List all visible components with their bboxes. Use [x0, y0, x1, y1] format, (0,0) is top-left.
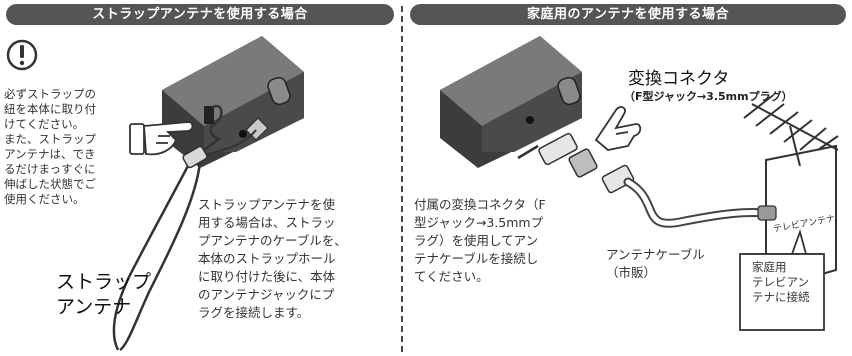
left-section-title: ストラップアンテナを使用する場合 [6, 4, 394, 25]
converter-connector-label: 変換コネクタ [628, 69, 730, 89]
antenna-cable-label: アンテナケーブル （市販） [606, 247, 705, 280]
right-section-title: 家庭用のアンテナを使用する場合 [410, 4, 846, 25]
converter-connector [517, 132, 635, 194]
section-divider [401, 6, 403, 352]
converter-connector-sublabel: （F型ジャック→3.5mmプラグ） [624, 90, 793, 103]
home-antenna-description: 付属の変換コネクタ（F 型ジャック→3.5mmプ ラグ）を使用してアン テナケー… [414, 197, 546, 284]
strap-antenna-label: ストラップ アンテナ [56, 271, 152, 318]
callout-box [739, 253, 825, 331]
pointing-hand-icon-left [129, 121, 194, 156]
tv-tuner-device-left [162, 36, 304, 168]
roof-antenna-icon [743, 95, 839, 167]
tv-tuner-device-right [440, 36, 582, 168]
caution-text: 必ずストラップの 紐を本体に取り付 けてください。 また、ストラップ アンテナは… [4, 87, 96, 206]
caution-icon [6, 39, 38, 71]
pointing-hand-icon-right [594, 106, 642, 151]
callout-text: 家庭用 テレビアン テナに接続 [752, 260, 810, 304]
strap-antenna-description: ストラップアンテナを使 用する場合は、ストラッ プアンテナのケーブルを、 本体の… [198, 197, 347, 320]
